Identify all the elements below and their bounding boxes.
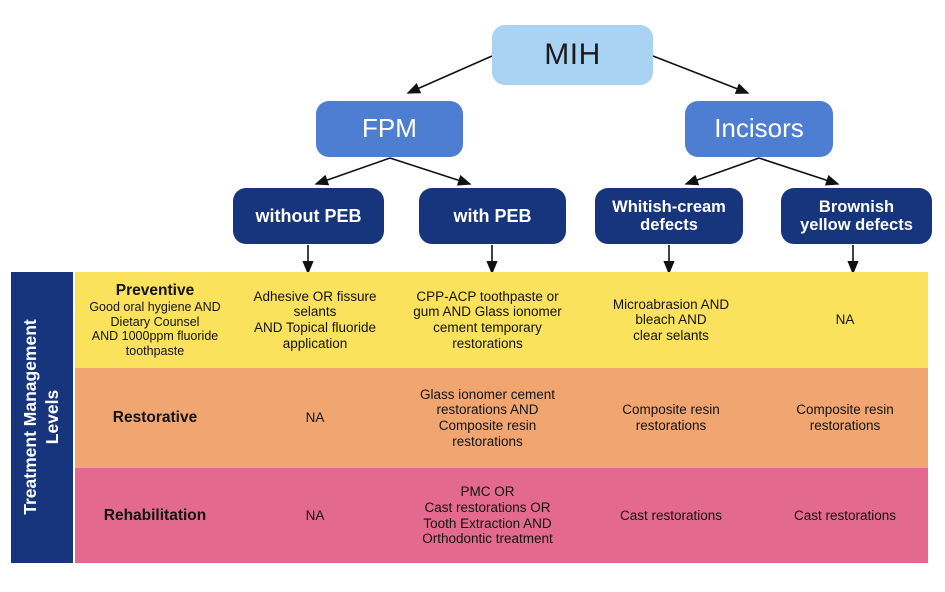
node-without-peb: without PEB (233, 188, 384, 244)
cell-preventive-with-peb: CPP-ACP toothpaste or gum AND Glass iono… (413, 288, 562, 351)
node-with-peb: with PEB (419, 188, 566, 244)
node-fpm: FPM (316, 101, 463, 157)
row-header-restorative: Restorative (75, 368, 235, 468)
sidebar-label: Treatment Management Levels (20, 319, 62, 515)
node-whitish-cream-defects: Whitish-cream defects (595, 188, 743, 244)
arrow-mih-to-incisors (652, 55, 750, 94)
cell-restorative-with-peb: Glass ionomer cement restorations AND Co… (419, 386, 556, 449)
cell-restorative-brownish: Composite resin restorations (796, 402, 894, 433)
arrow-mih-to-fpm (406, 55, 493, 94)
row-level-detail: Good oral hygiene AND Dietary Counsel AN… (89, 300, 221, 358)
arrow-fpm-to-with-peb (389, 157, 472, 186)
row-header-rehabilitation: Rehabilitation (75, 468, 235, 563)
cell-rehabilitation-whitish: Cast restorations (619, 507, 723, 523)
table-row-preventive: Preventive Good oral hygiene AND Dietary… (75, 272, 928, 368)
table-row-rehabilitation: Rehabilitation NA PMC OR Cast restoratio… (75, 468, 928, 563)
cell-restorative-whitish: Composite resin restorations (622, 402, 720, 433)
row-level-name: Rehabilitation (103, 506, 207, 524)
node-incisors: Incisors (685, 101, 833, 157)
treatment-management-levels-sidebar: Treatment Management Levels (11, 272, 73, 563)
arrow-incisors-to-whitish (684, 157, 760, 186)
cell-preventive-without-peb: Adhesive OR fissure selants AND Topical … (253, 288, 377, 351)
table-row-restorative: Restorative NA Glass ionomer cement rest… (75, 368, 928, 468)
cell-restorative-without-peb: NA (305, 410, 325, 426)
row-level-name: Preventive (115, 281, 195, 299)
cell-rehabilitation-brownish: Cast restorations (793, 507, 897, 523)
row-level-name: Restorative (112, 409, 198, 427)
cell-preventive-whitish: Microabrasion AND bleach AND clear selan… (612, 296, 730, 343)
cell-rehabilitation-with-peb: PMC OR Cast restorations OR Tooth Extrac… (422, 484, 553, 547)
node-mih: MIH (492, 25, 653, 85)
row-header-preventive: Preventive Good oral hygiene AND Dietary… (75, 272, 235, 368)
node-brownish-yellow-defects: Brownish yellow defects (781, 188, 932, 244)
treatment-table: Preventive Good oral hygiene AND Dietary… (75, 272, 928, 563)
cell-preventive-brownish: NA (835, 312, 855, 328)
arrow-incisors-to-brownish (758, 157, 840, 186)
cell-rehabilitation-without-peb: NA (305, 507, 325, 523)
arrow-fpm-to-without-peb (314, 157, 391, 186)
